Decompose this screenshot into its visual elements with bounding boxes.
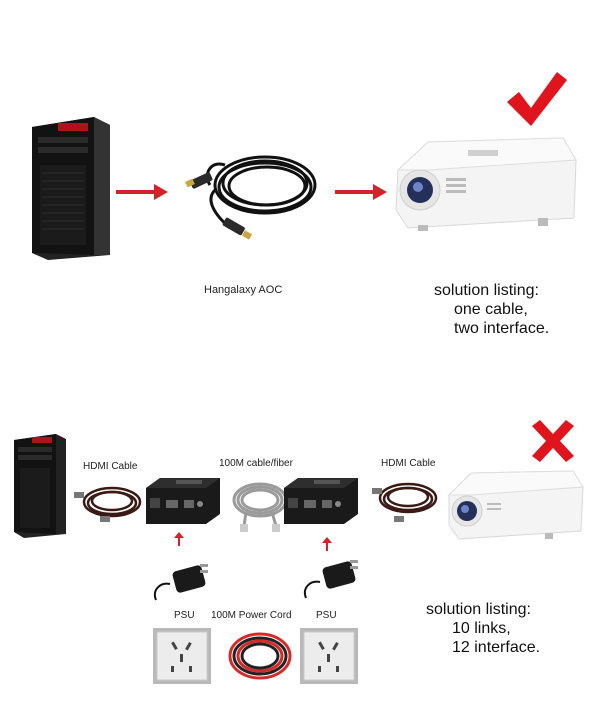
solution-line-2: two interface. xyxy=(454,320,550,337)
aoc-cable-image xyxy=(185,140,325,250)
hdmi-cable-right-image xyxy=(370,476,440,528)
wall-socket-right-image xyxy=(300,628,358,684)
projector-image xyxy=(388,130,578,240)
hdmi-cable-left-label: HDMI Cable xyxy=(83,461,138,472)
bottom-solution-text: solution listing: 10 links, 12 interface… xyxy=(426,600,540,657)
psu-adapter-right-image xyxy=(300,556,364,602)
solution-line-2: 12 interface. xyxy=(452,639,541,656)
projector-image xyxy=(443,465,585,549)
network-cable-image xyxy=(228,478,292,534)
check-mark-icon xyxy=(503,70,569,130)
extender-transmitter-image xyxy=(146,476,220,526)
solution-heading: solution listing: xyxy=(426,601,531,618)
extender-receiver-image xyxy=(284,476,358,526)
top-solution-text: solution listing: one cable, two interfa… xyxy=(434,281,549,338)
hdmi-cable-right-label: HDMI Cable xyxy=(381,458,436,469)
power-cord-label: 100M Power Cord xyxy=(211,610,292,621)
solution-heading: solution listing: xyxy=(434,282,539,299)
solution-line-1: one cable, xyxy=(454,301,528,318)
arrow-right-icon xyxy=(116,183,168,201)
hdmi-cable-left-image xyxy=(72,478,144,528)
arrow-right-icon xyxy=(335,183,387,201)
middle-cable-label: 100M cable/fiber xyxy=(219,458,293,469)
psu-adapter-left-image xyxy=(150,560,214,606)
cross-mark-icon xyxy=(528,418,578,464)
psu-left-label: PSU xyxy=(174,610,195,621)
pc-tower-image xyxy=(8,432,68,538)
solution-line-1: 10 links, xyxy=(452,620,511,637)
psu-right-label: PSU xyxy=(316,610,337,621)
aoc-cable-label: Hangalaxy AOC xyxy=(204,284,283,296)
power-cord-image xyxy=(226,628,294,684)
arrow-up-icon xyxy=(322,537,332,551)
wall-socket-left-image xyxy=(153,628,211,684)
arrow-up-icon xyxy=(174,532,184,546)
pc-tower-image xyxy=(22,115,112,260)
